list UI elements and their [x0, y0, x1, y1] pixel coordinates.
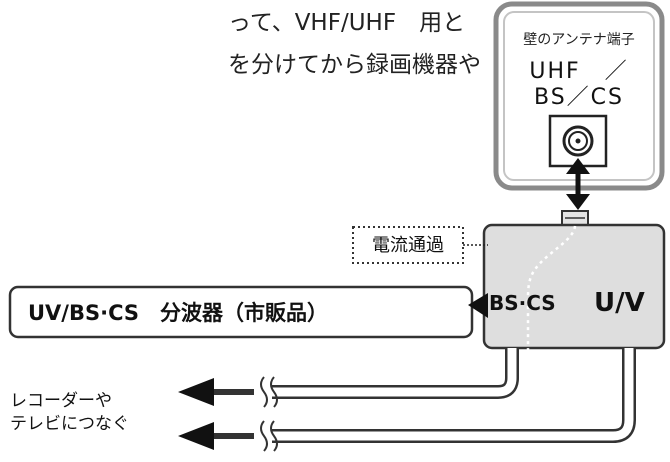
connection-double-arrow-icon	[566, 158, 590, 210]
intro-text-line-2: を分けてから録画機器や	[228, 52, 481, 78]
current-pass-callout-frame	[352, 226, 464, 264]
wall-outlet-title: 壁のアンテナ端子	[523, 32, 634, 48]
wall-antenna-outlet: 壁のアンテナ端子 UHF ／ BS／CS	[493, 1, 665, 191]
cable-break-mark-bottom-icon	[260, 420, 278, 452]
splitter-name-callout: UV/BS·CS 分波器（市販品）	[8, 285, 488, 339]
output-cable-bs-cs	[272, 348, 519, 399]
intro-text-line-1: って、VHF/UHF 用と	[228, 10, 465, 36]
splitter-unit: BS·CS U/V	[482, 210, 666, 350]
splitter-callout-pointer	[468, 293, 488, 318]
output-arrow-top-icon	[178, 378, 214, 406]
output-arrow-bottom-icon	[178, 422, 214, 450]
wall-outlet-label-bs-cs: BS／CS	[534, 85, 624, 110]
output-cables	[212, 348, 636, 452]
splitter-name-frame	[8, 285, 474, 339]
output-text-line-1: レコーダーや	[10, 391, 112, 411]
port-label-uv: U/V	[594, 288, 645, 318]
coax-connector-icon	[562, 125, 594, 157]
splitter-body	[482, 223, 666, 350]
output-cable-uv	[272, 348, 636, 443]
current-pass-label: 電流通過	[372, 235, 444, 256]
cable-break-mark-top-icon	[260, 376, 278, 408]
current-pass-callout: 電流通過	[352, 226, 488, 264]
output-text-line-2: テレビにつなぐ	[10, 414, 129, 434]
wall-outlet-label-uhf: UHF ／	[529, 59, 628, 84]
port-label-bs-cs: BS·CS	[489, 291, 556, 315]
splitter-name-label: UV/BS·CS 分波器（市販品）	[28, 301, 328, 325]
dc-current-path-line	[526, 225, 577, 350]
